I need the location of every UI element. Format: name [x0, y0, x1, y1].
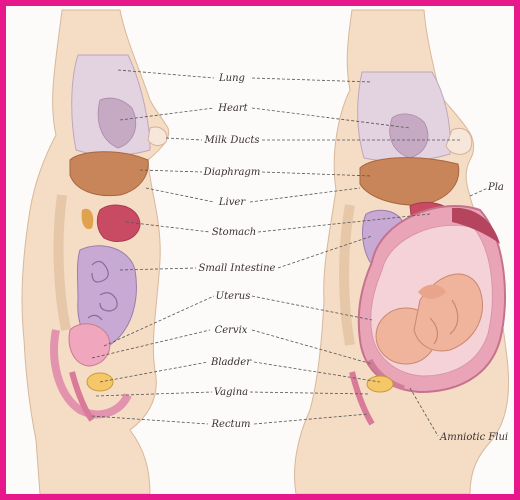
label-amniotic-fluid: Amniotic Flui	[439, 432, 508, 443]
label-liver: Liver	[218, 197, 246, 208]
right-bladder	[367, 376, 393, 392]
label-cervix: Cervix	[215, 325, 248, 336]
label-lung: Lung	[218, 73, 245, 84]
label-heart: Heart	[217, 103, 248, 114]
label-rectum: Rectum	[211, 419, 251, 430]
label-uterus: Uterus	[216, 291, 251, 302]
label-vagina: Vagina	[214, 387, 248, 398]
right-body	[295, 10, 509, 494]
left-body	[22, 10, 169, 494]
label-milk-ducts: Milk Ducts	[203, 135, 259, 146]
anatomy-diagram: Lung Heart Milk Ducts Diaphragm Liver St…	[6, 6, 514, 494]
label-placenta: Pla	[487, 182, 504, 193]
label-diaphragm: Diaphragm	[203, 167, 261, 178]
label-stomach: Stomach	[212, 227, 256, 238]
label-bladder: Bladder	[210, 357, 252, 368]
label-small-intestine: Small Intestine	[199, 263, 276, 274]
